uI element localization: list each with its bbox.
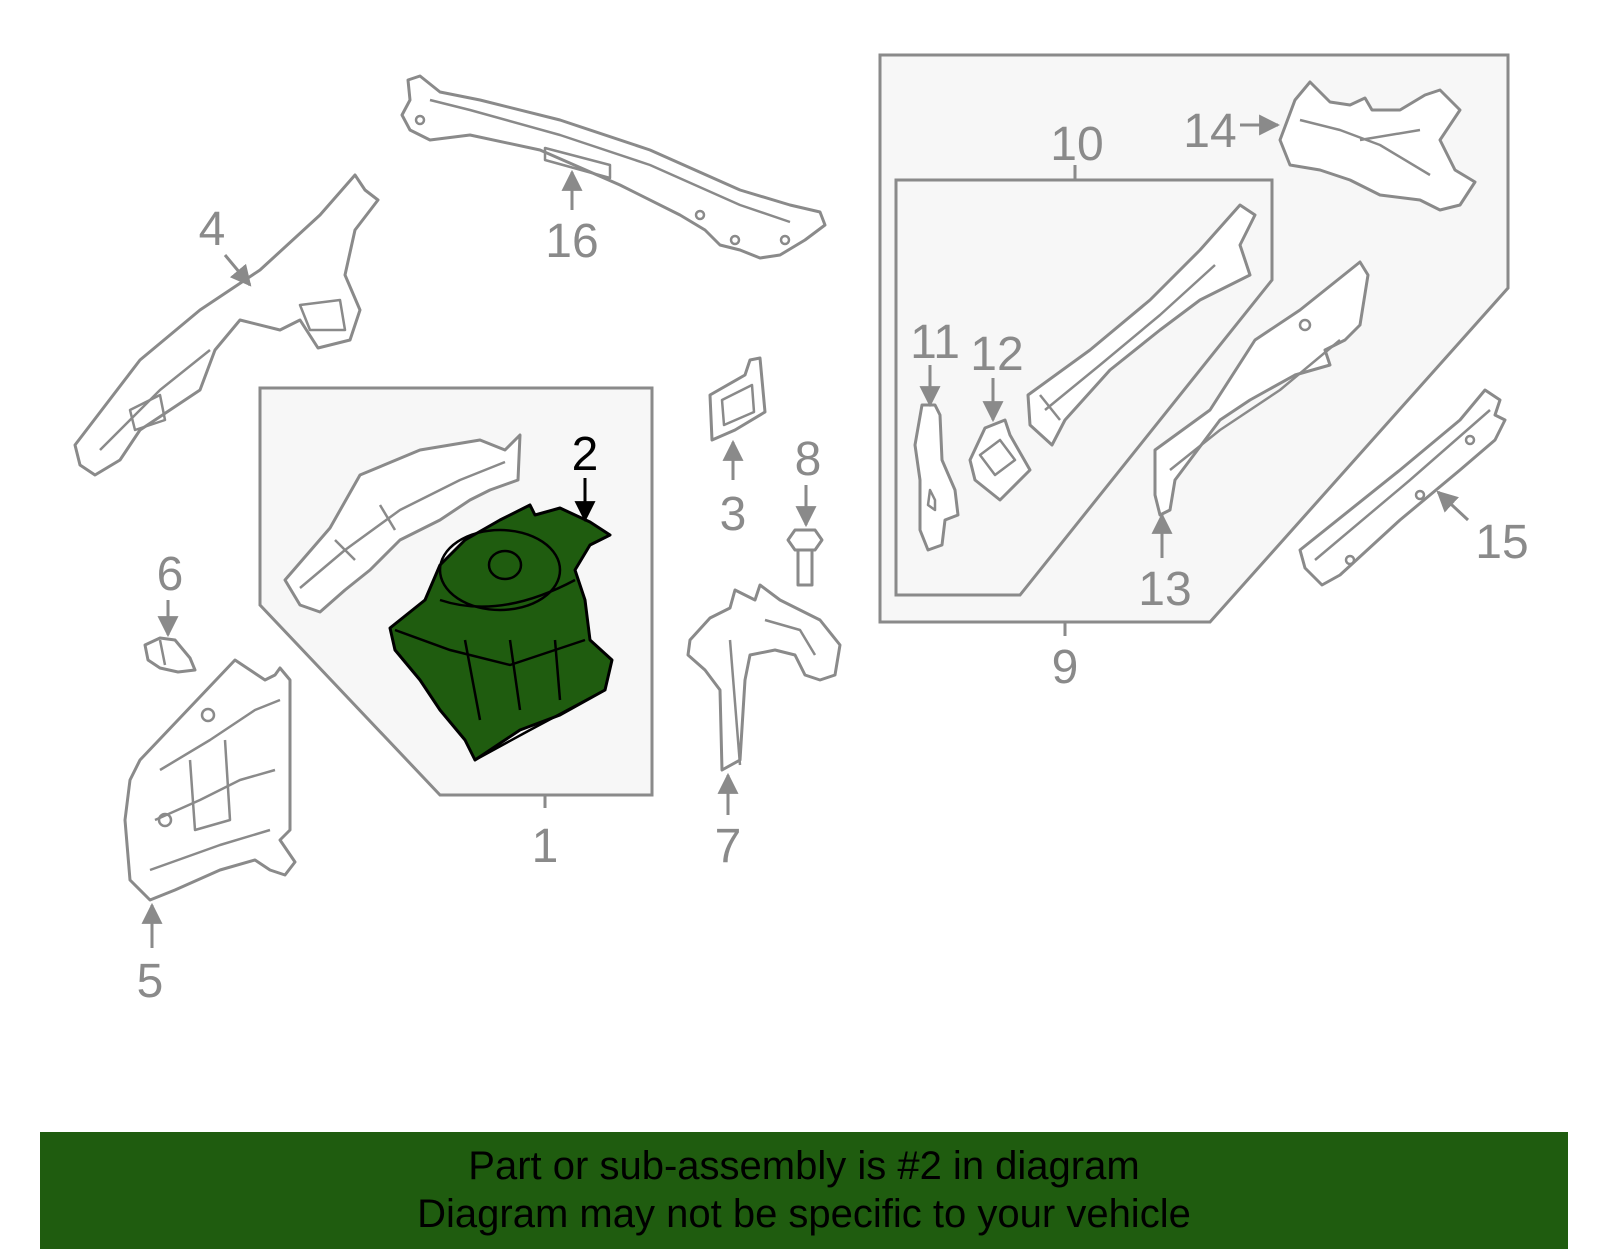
part-8-bolt[interactable]	[786, 528, 824, 587]
callout-14: 14	[1183, 105, 1236, 158]
info-banner: Part or sub-assembly is #2 in diagram Di…	[40, 1132, 1568, 1249]
callout-7: 7	[715, 820, 742, 873]
part-5-apron[interactable]	[123, 658, 297, 902]
leader-15	[1436, 490, 1470, 522]
part-10-rail[interactable]	[1026, 203, 1257, 447]
part-2-strut-tower-highlighted[interactable]	[388, 503, 614, 762]
callout-15: 15	[1475, 516, 1528, 569]
callout-10: 10	[1050, 118, 1103, 171]
part-6-clip[interactable]	[143, 636, 197, 674]
callout-8: 8	[795, 433, 822, 486]
callout-13: 13	[1138, 563, 1191, 616]
part-12-block[interactable]	[968, 418, 1032, 502]
banner-line-2: Diagram may not be specific to your vehi…	[417, 1192, 1191, 1236]
part-4-rail[interactable]	[73, 173, 380, 477]
callout-2: 2	[572, 428, 599, 481]
part-1-rail[interactable]	[283, 433, 522, 614]
part-3-bracket[interactable]	[708, 356, 767, 442]
callout-4: 4	[199, 203, 226, 256]
parts-diagram: 1 2 3 4 5 6 7 8 9 10 11 12 13 14 15 16	[73, 53, 1529, 1008]
callout-11: 11	[910, 316, 960, 369]
banner-line-1: Part or sub-assembly is #2 in diagram	[468, 1144, 1140, 1188]
callout-12: 12	[970, 328, 1023, 381]
callout-3: 3	[720, 488, 747, 541]
callout-6: 6	[157, 548, 184, 601]
part-14-bracket[interactable]	[1278, 80, 1477, 212]
part-13-rail[interactable]	[1153, 260, 1370, 517]
callout-1: 1	[532, 820, 559, 873]
part-16-upper-rail[interactable]	[400, 74, 827, 260]
part-15-rail[interactable]	[1298, 388, 1507, 587]
callout-9: 9	[1052, 641, 1079, 694]
leader-4	[223, 254, 252, 287]
part-7-reinforcement[interactable]	[686, 583, 842, 772]
callout-16: 16	[545, 215, 598, 268]
callout-5: 5	[137, 955, 164, 1008]
